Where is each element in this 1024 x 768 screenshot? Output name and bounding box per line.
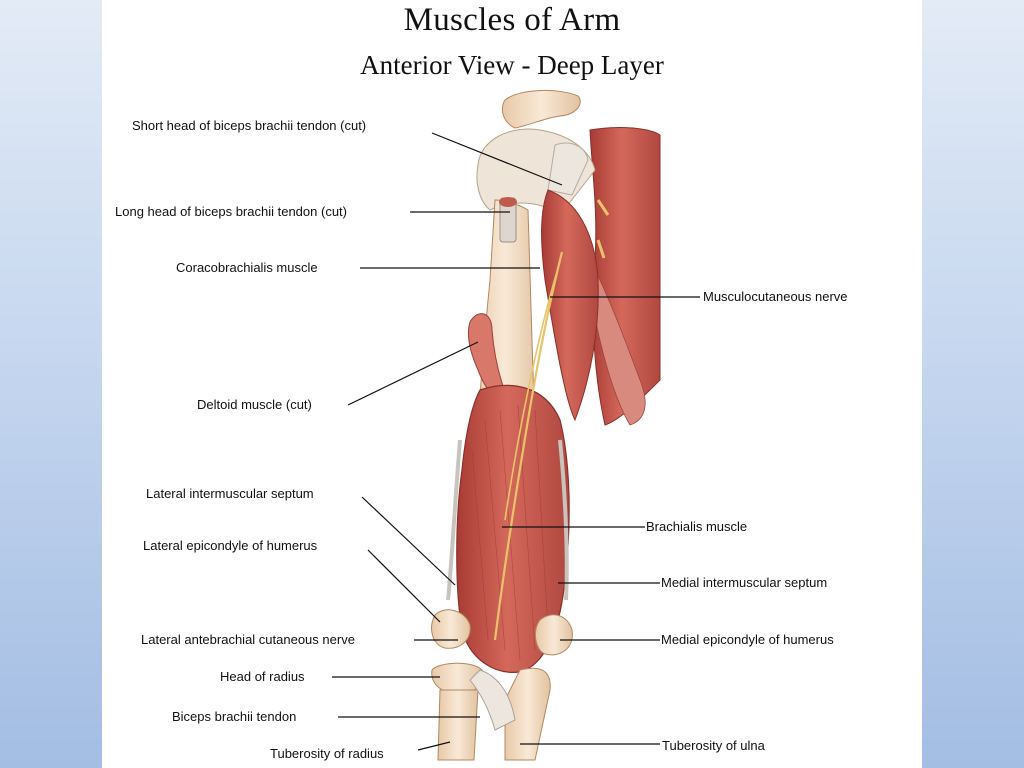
label-long-head: Long head of biceps brachii tendon (cut)	[115, 204, 347, 219]
leader-lines	[332, 132, 700, 751]
musculocutaneous-nerve	[493, 251, 564, 641]
nerve-branch	[504, 274, 557, 521]
medial-epicondyle	[534, 614, 573, 656]
label-lateral-septum: Lateral intermuscular septum	[146, 486, 314, 501]
axillary-nerve-stub	[596, 199, 610, 259]
leader-lat-septum	[361, 496, 456, 586]
label-medial-septum: Medial intermuscular septum	[661, 575, 828, 590]
leader-lat-epicondyle	[367, 549, 441, 623]
leader-tuberosity-radius	[417, 741, 451, 751]
label-lateral-epicondyle: Lateral epicondyle of humerus	[143, 538, 318, 553]
lateral-epicondyle	[431, 609, 471, 649]
radius-shaft	[437, 689, 479, 761]
acromion-bone	[502, 89, 581, 129]
leader-short-head	[431, 132, 563, 186]
biceps-tendon	[469, 669, 516, 731]
slide-subtitle: Anterior View - Deep Layer	[360, 50, 664, 80]
label-coracobrachialis: Coracobrachialis muscle	[176, 260, 318, 275]
label-head-of-radius: Head of radius	[220, 669, 305, 684]
lateral-septum	[446, 439, 462, 601]
coracobrachialis-muscle	[541, 189, 599, 422]
label-tuberosity-of-radius: Tuberosity of radius	[270, 746, 384, 761]
label-biceps-tendon: Biceps brachii tendon	[172, 709, 297, 724]
short-head-tendon	[547, 142, 589, 196]
label-tuberosity-of-ulna: Tuberosity of ulna	[662, 738, 765, 753]
label-musculocutaneous-nerve: Musculocutaneous nerve	[703, 289, 848, 304]
ulna-shaft	[504, 667, 551, 761]
label-medial-epicondyle: Medial epicondyle of humerus	[661, 632, 834, 647]
leader-deltoid	[347, 341, 479, 406]
label-deltoid: Deltoid muscle (cut)	[197, 397, 312, 412]
slide-title: Muscles of Arm	[403, 2, 621, 38]
label-brachialis: Brachialis muscle	[646, 519, 748, 534]
long-head-tendon-cut	[499, 197, 517, 207]
latissimus-strip	[591, 268, 646, 426]
label-lateral-antebrachial-nerve: Lateral antebrachial cutaneous nerve	[141, 632, 355, 647]
label-short-head: Short head of biceps brachii tendon (cut…	[132, 118, 367, 133]
